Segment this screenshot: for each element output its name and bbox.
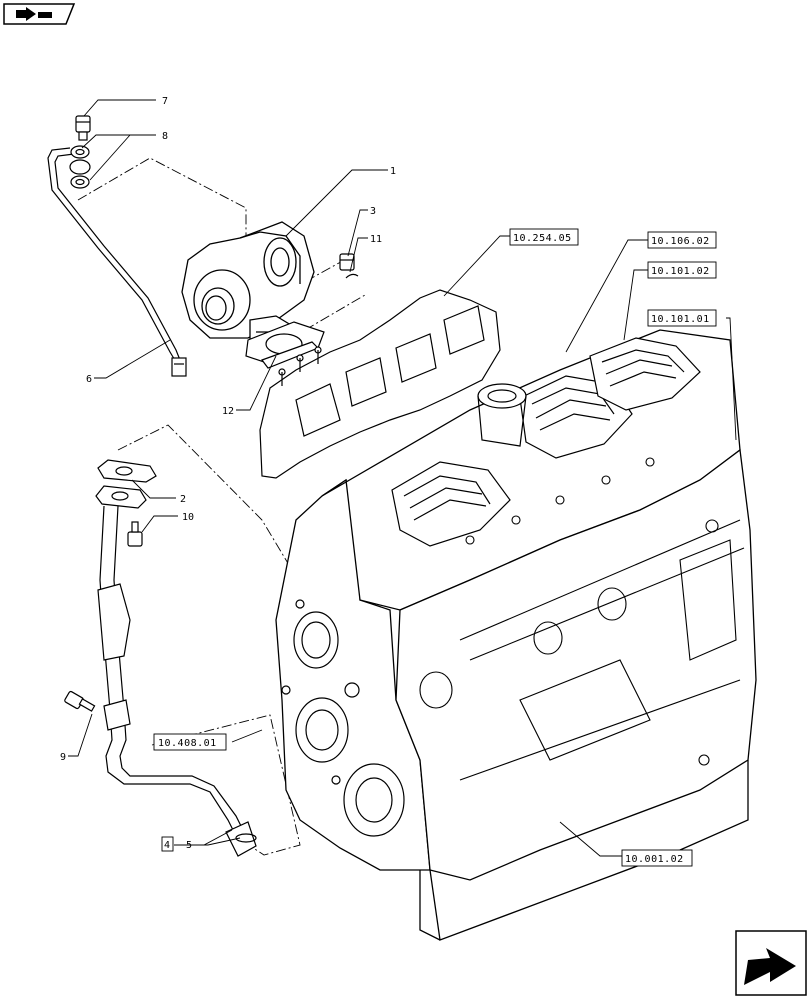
next-page-arrow-icon[interactable] [735, 930, 807, 996]
callout-labels: 1 2 3 4 5 6 7 8 9 10 11 12 [60, 96, 396, 852]
o-ring [235, 833, 257, 843]
clamp-bolt [64, 690, 96, 712]
ref-10-101-02[interactable]: 10.101.02 [651, 266, 710, 277]
ref-10-254-05[interactable]: 10.254.05 [513, 233, 572, 244]
sealing-washers [69, 145, 91, 189]
ref-10-101-01[interactable]: 10.101.01 [651, 314, 710, 325]
turbocharger [181, 221, 315, 353]
ref-box-10-101-01[interactable]: 10.101.01 [647, 309, 717, 327]
banjo-bolt [75, 115, 91, 141]
reference-links[interactable]: 10.254.05 10.106.02 10.101.02 10.101.01 … [153, 228, 717, 867]
block-side-details [419, 457, 745, 781]
callout-10: 10 [182, 512, 194, 523]
callout-1: 1 [390, 166, 396, 177]
ref-box-10-106-02[interactable]: 10.106.02 [647, 231, 717, 249]
callout-5: 5 [186, 840, 192, 851]
valve-covers [391, 337, 701, 547]
leader-lines [68, 99, 737, 857]
callout-12: 12 [222, 406, 234, 417]
callout-4: 4 [164, 840, 170, 851]
front-cover-details [281, 599, 405, 837]
callout-11: 11 [370, 234, 382, 245]
callout-3: 3 [370, 206, 376, 217]
ref-box-10-001-02[interactable]: 10.001.02 [621, 849, 693, 867]
callout-4-box [161, 836, 174, 852]
callout-6: 6 [86, 374, 92, 385]
ref-box-10-254-05[interactable]: 10.254.05 [509, 228, 579, 246]
turbo-nut [339, 253, 355, 271]
oil-drain-pipe [95, 485, 257, 857]
ref-10-106-02[interactable]: 10.106.02 [651, 236, 710, 247]
drain-gasket [97, 459, 157, 483]
ref-box-10-408-01[interactable]: 10.408.01 [153, 733, 227, 751]
ref-box-10-101-02[interactable]: 10.101.02 [647, 261, 717, 279]
turbo-stud [345, 273, 359, 279]
flange-bolt [127, 521, 143, 547]
thermostat-housing [477, 383, 527, 447]
callout-2: 2 [180, 494, 186, 505]
book-back-arrow-icon[interactable] [3, 3, 76, 25]
ref-10-408-01[interactable]: 10.408.01 [158, 738, 217, 749]
assembly-lines [77, 157, 366, 856]
callout-8: 8 [162, 131, 168, 142]
callout-9: 9 [60, 752, 66, 763]
ref-10-001-02[interactable]: 10.001.02 [625, 854, 684, 865]
exhaust-manifold [259, 289, 501, 479]
oil-feed-pipe [47, 147, 187, 377]
turbo-gasket [245, 321, 325, 369]
callout-7: 7 [162, 96, 168, 107]
